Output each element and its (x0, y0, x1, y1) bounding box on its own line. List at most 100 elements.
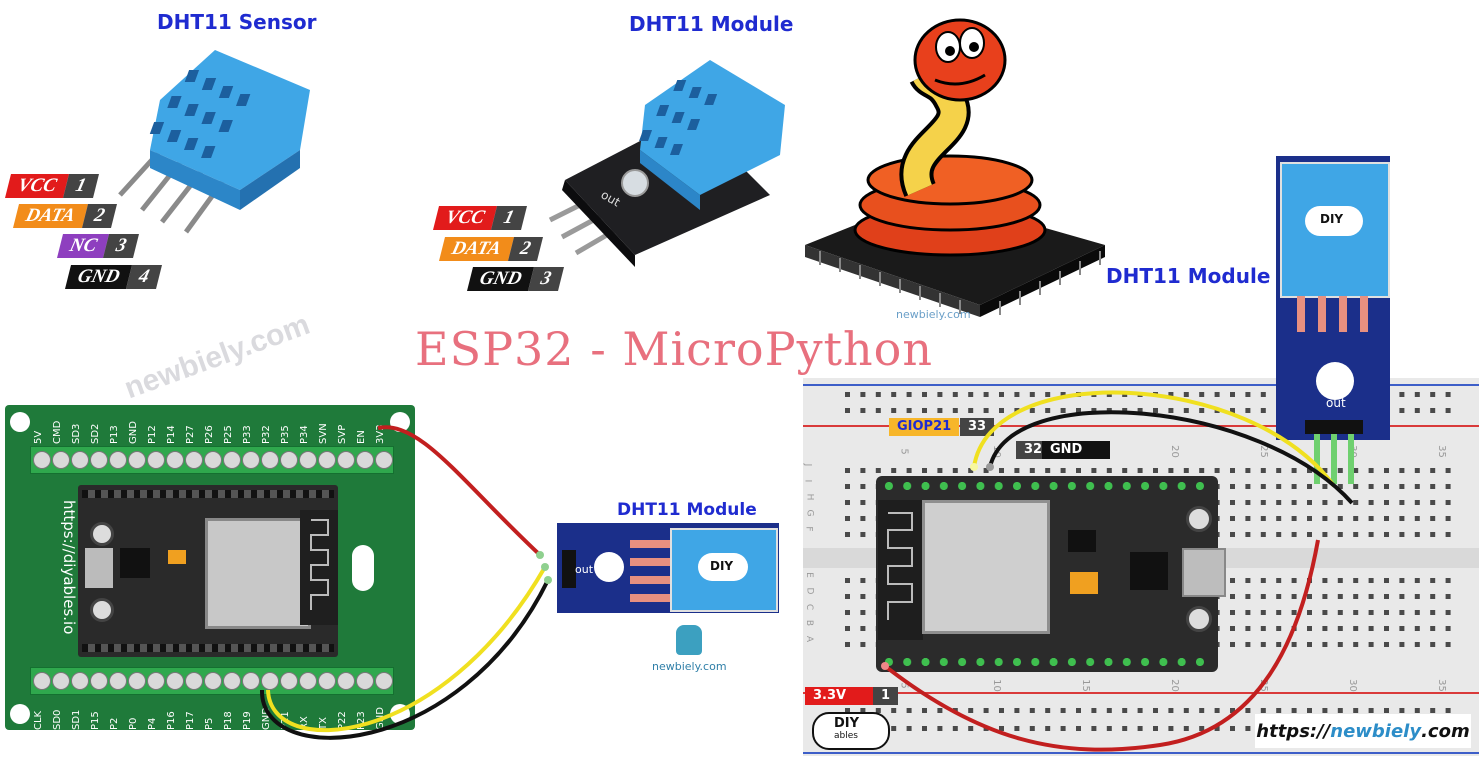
vertical-module-diy-logo (1305, 206, 1363, 236)
breadboard-hole (1245, 594, 1251, 599)
breadboard-hole (1076, 726, 1081, 731)
breadboard-hole (1368, 708, 1374, 713)
breadboard-hole (1322, 516, 1328, 521)
devkit-header-top (82, 490, 334, 498)
breadboard-hole (1260, 516, 1266, 521)
bb-boot-button[interactable] (1186, 506, 1212, 532)
breadboard-hole (1014, 392, 1020, 397)
breadboard-hole (922, 468, 927, 473)
breadboard-hole (845, 708, 850, 713)
breadboard-hole (1414, 578, 1420, 583)
module-mid-led (594, 552, 624, 582)
vertical-pin (1348, 434, 1354, 484)
breadboard-hole (1445, 626, 1451, 631)
vertical-pin (1331, 434, 1337, 484)
vertical-lead (1360, 296, 1368, 332)
breadboard-hole (1384, 594, 1389, 599)
footer-url[interactable]: https:// newbiely .com (1255, 714, 1471, 748)
bb-en-button[interactable] (1186, 606, 1212, 632)
label-3v3-num: 1 (873, 687, 899, 705)
breadboard-hole (875, 708, 881, 713)
screw-terminal (204, 672, 222, 690)
main-title: ESP32 - MicroPython (415, 322, 933, 376)
breadboard-hole (1199, 468, 1205, 473)
breadboard-hole (1291, 500, 1297, 505)
breadboard-hole (1168, 408, 1174, 413)
breadboard-hole (1399, 484, 1405, 489)
breadboard-hole (1230, 578, 1235, 583)
breadboard-hole (845, 408, 850, 413)
breadboard-hole (1276, 578, 1282, 583)
breadboard-hole (1153, 726, 1158, 731)
breadboard-hole (1414, 516, 1420, 521)
breadboard-hole (845, 484, 850, 489)
breadboard-hole (1029, 468, 1035, 473)
module-mid-lead (630, 540, 670, 548)
breadboard-hole (1353, 484, 1359, 489)
screw-terminal (279, 672, 298, 690)
breadboard-hole (1137, 408, 1143, 413)
breadboard-hole (1353, 708, 1359, 713)
breadboard-hole (1245, 468, 1251, 473)
breadboard-hole (1307, 516, 1312, 521)
antenna-area (300, 510, 338, 625)
breadboard-hole (1230, 626, 1235, 631)
breadboard-hole (1414, 532, 1420, 537)
breadboard-hole (1291, 468, 1297, 473)
breadboard-hole (1445, 392, 1451, 397)
breadboard-hole (1307, 708, 1312, 713)
breadboard-hole (1168, 468, 1174, 473)
breadboard-hole (891, 408, 897, 413)
breadboard-hole (860, 610, 866, 615)
diyables-logo (812, 712, 890, 750)
en-button[interactable] (90, 522, 114, 546)
breadboard-hole (875, 408, 881, 413)
breadboard-hole (1414, 610, 1420, 615)
breadboard-hole (1230, 468, 1235, 473)
breadboard-hole (937, 708, 943, 713)
capacitor (168, 550, 186, 564)
vertical-lead (1339, 296, 1347, 332)
breadboard-hole (1230, 708, 1235, 713)
breadboard-hole (1445, 408, 1451, 413)
newbiely-owl-icon (676, 625, 702, 655)
breadboard-hole (891, 392, 897, 397)
breadboard-hole (1414, 408, 1420, 413)
usb-connector (85, 548, 113, 588)
breadboard-hole (1307, 468, 1312, 473)
screw-terminal (185, 451, 204, 469)
breadboard-hole (1230, 484, 1235, 489)
breadboard-hole (1445, 594, 1451, 599)
breadboard-hole (1399, 532, 1405, 537)
boot-button[interactable] (90, 598, 114, 622)
module-mid-header (562, 550, 576, 588)
breadboard-hole (1307, 626, 1312, 631)
vertical-module-led (1316, 362, 1354, 400)
footer-url-brand: newbiely (1330, 720, 1422, 742)
screw-terminal (147, 451, 166, 469)
breadboard-hole (906, 392, 912, 397)
breadboard-hole (1183, 392, 1189, 397)
breadboard-hole (1260, 642, 1266, 647)
breadboard-hole (1214, 468, 1220, 473)
breadboard-hole (1153, 468, 1158, 473)
diyables-logo-diy: DIY (834, 716, 860, 731)
breadboard-hole (1276, 468, 1282, 473)
breadboard-hole (1337, 626, 1343, 631)
screw-terminal (71, 451, 90, 469)
breadboard-hole (1260, 610, 1266, 615)
breadboard-hole (1384, 532, 1389, 537)
breadboard-hole (860, 594, 866, 599)
breadboard-hole (1260, 578, 1266, 583)
breadboard-hole (1353, 532, 1359, 537)
module-mid-diy-logo (698, 553, 748, 581)
module-mid-lead (630, 576, 670, 584)
breadboard-hole (1045, 408, 1051, 413)
breadboard-hole (1276, 500, 1282, 505)
breadboard-hole (1060, 708, 1066, 713)
breadboard-hole (1430, 594, 1436, 599)
breadboard-hole (1260, 408, 1266, 413)
breadboard-hole (1399, 708, 1405, 713)
breadboard-hole (968, 408, 974, 413)
